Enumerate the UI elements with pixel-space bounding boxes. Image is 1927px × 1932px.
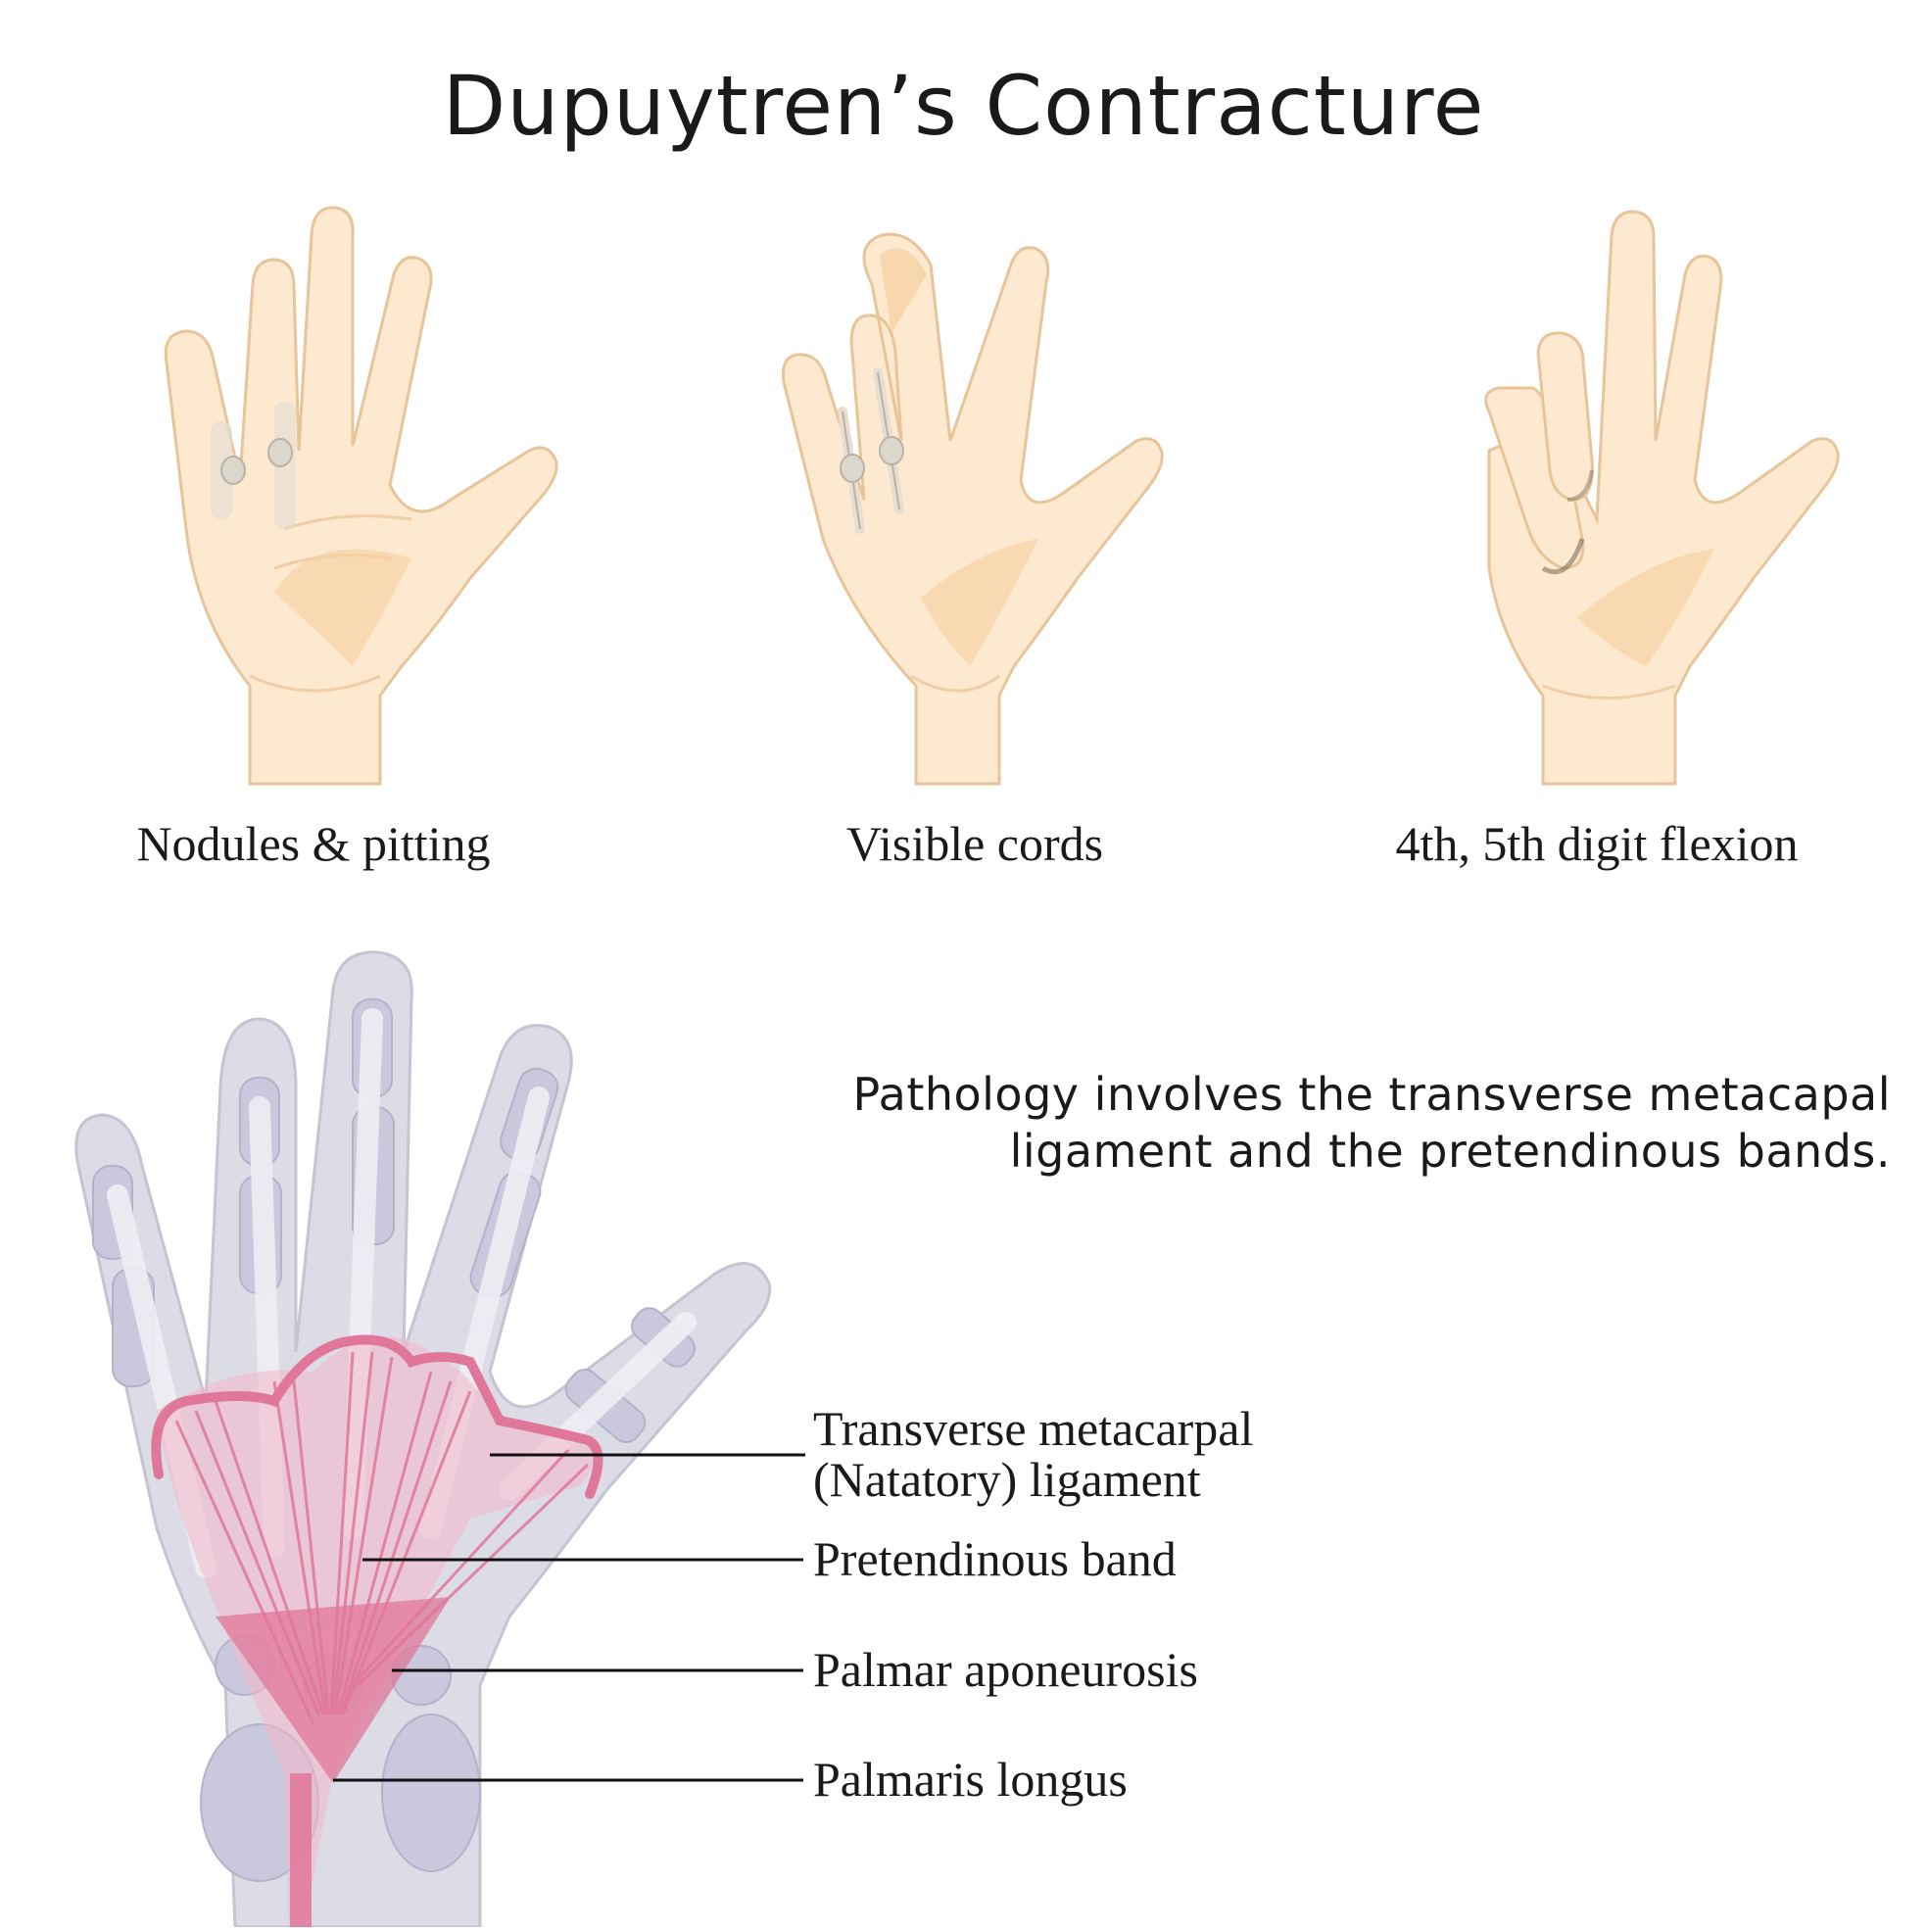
palmaris-longus [290,1773,312,1927]
hand-illustration-cords [705,206,1254,794]
label-pretendinous-band: Pretendinous band [813,1533,1177,1584]
hand-illustration-flexion [1372,206,1920,794]
label-transverse-metacarpal-ligament: Transverse metacarpal (Natatory) ligamen… [813,1403,1253,1505]
label-line-2: (Natatory) ligament [813,1454,1253,1505]
label-palmaris-longus: Palmaris longus [813,1754,1128,1805]
stage-label-nodules: Nodules & pitting [20,815,607,872]
cord-nodule-2 [880,437,903,464]
stage-label-flexion: 4th, 5th digit flexion [1303,815,1891,872]
stage-label-cords: Visible cords [681,815,1269,872]
label-line-1: Transverse metacarpal [813,1403,1253,1454]
nodule-1 [221,457,245,484]
label-palmar-aponeurosis: Palmar aponeurosis [813,1644,1198,1695]
cord-nodule-1 [841,455,864,482]
hand-illustration-nodules [118,206,666,794]
nodule-2 [268,439,292,466]
page-title: Dupuytren’s Contracture [0,61,1927,151]
